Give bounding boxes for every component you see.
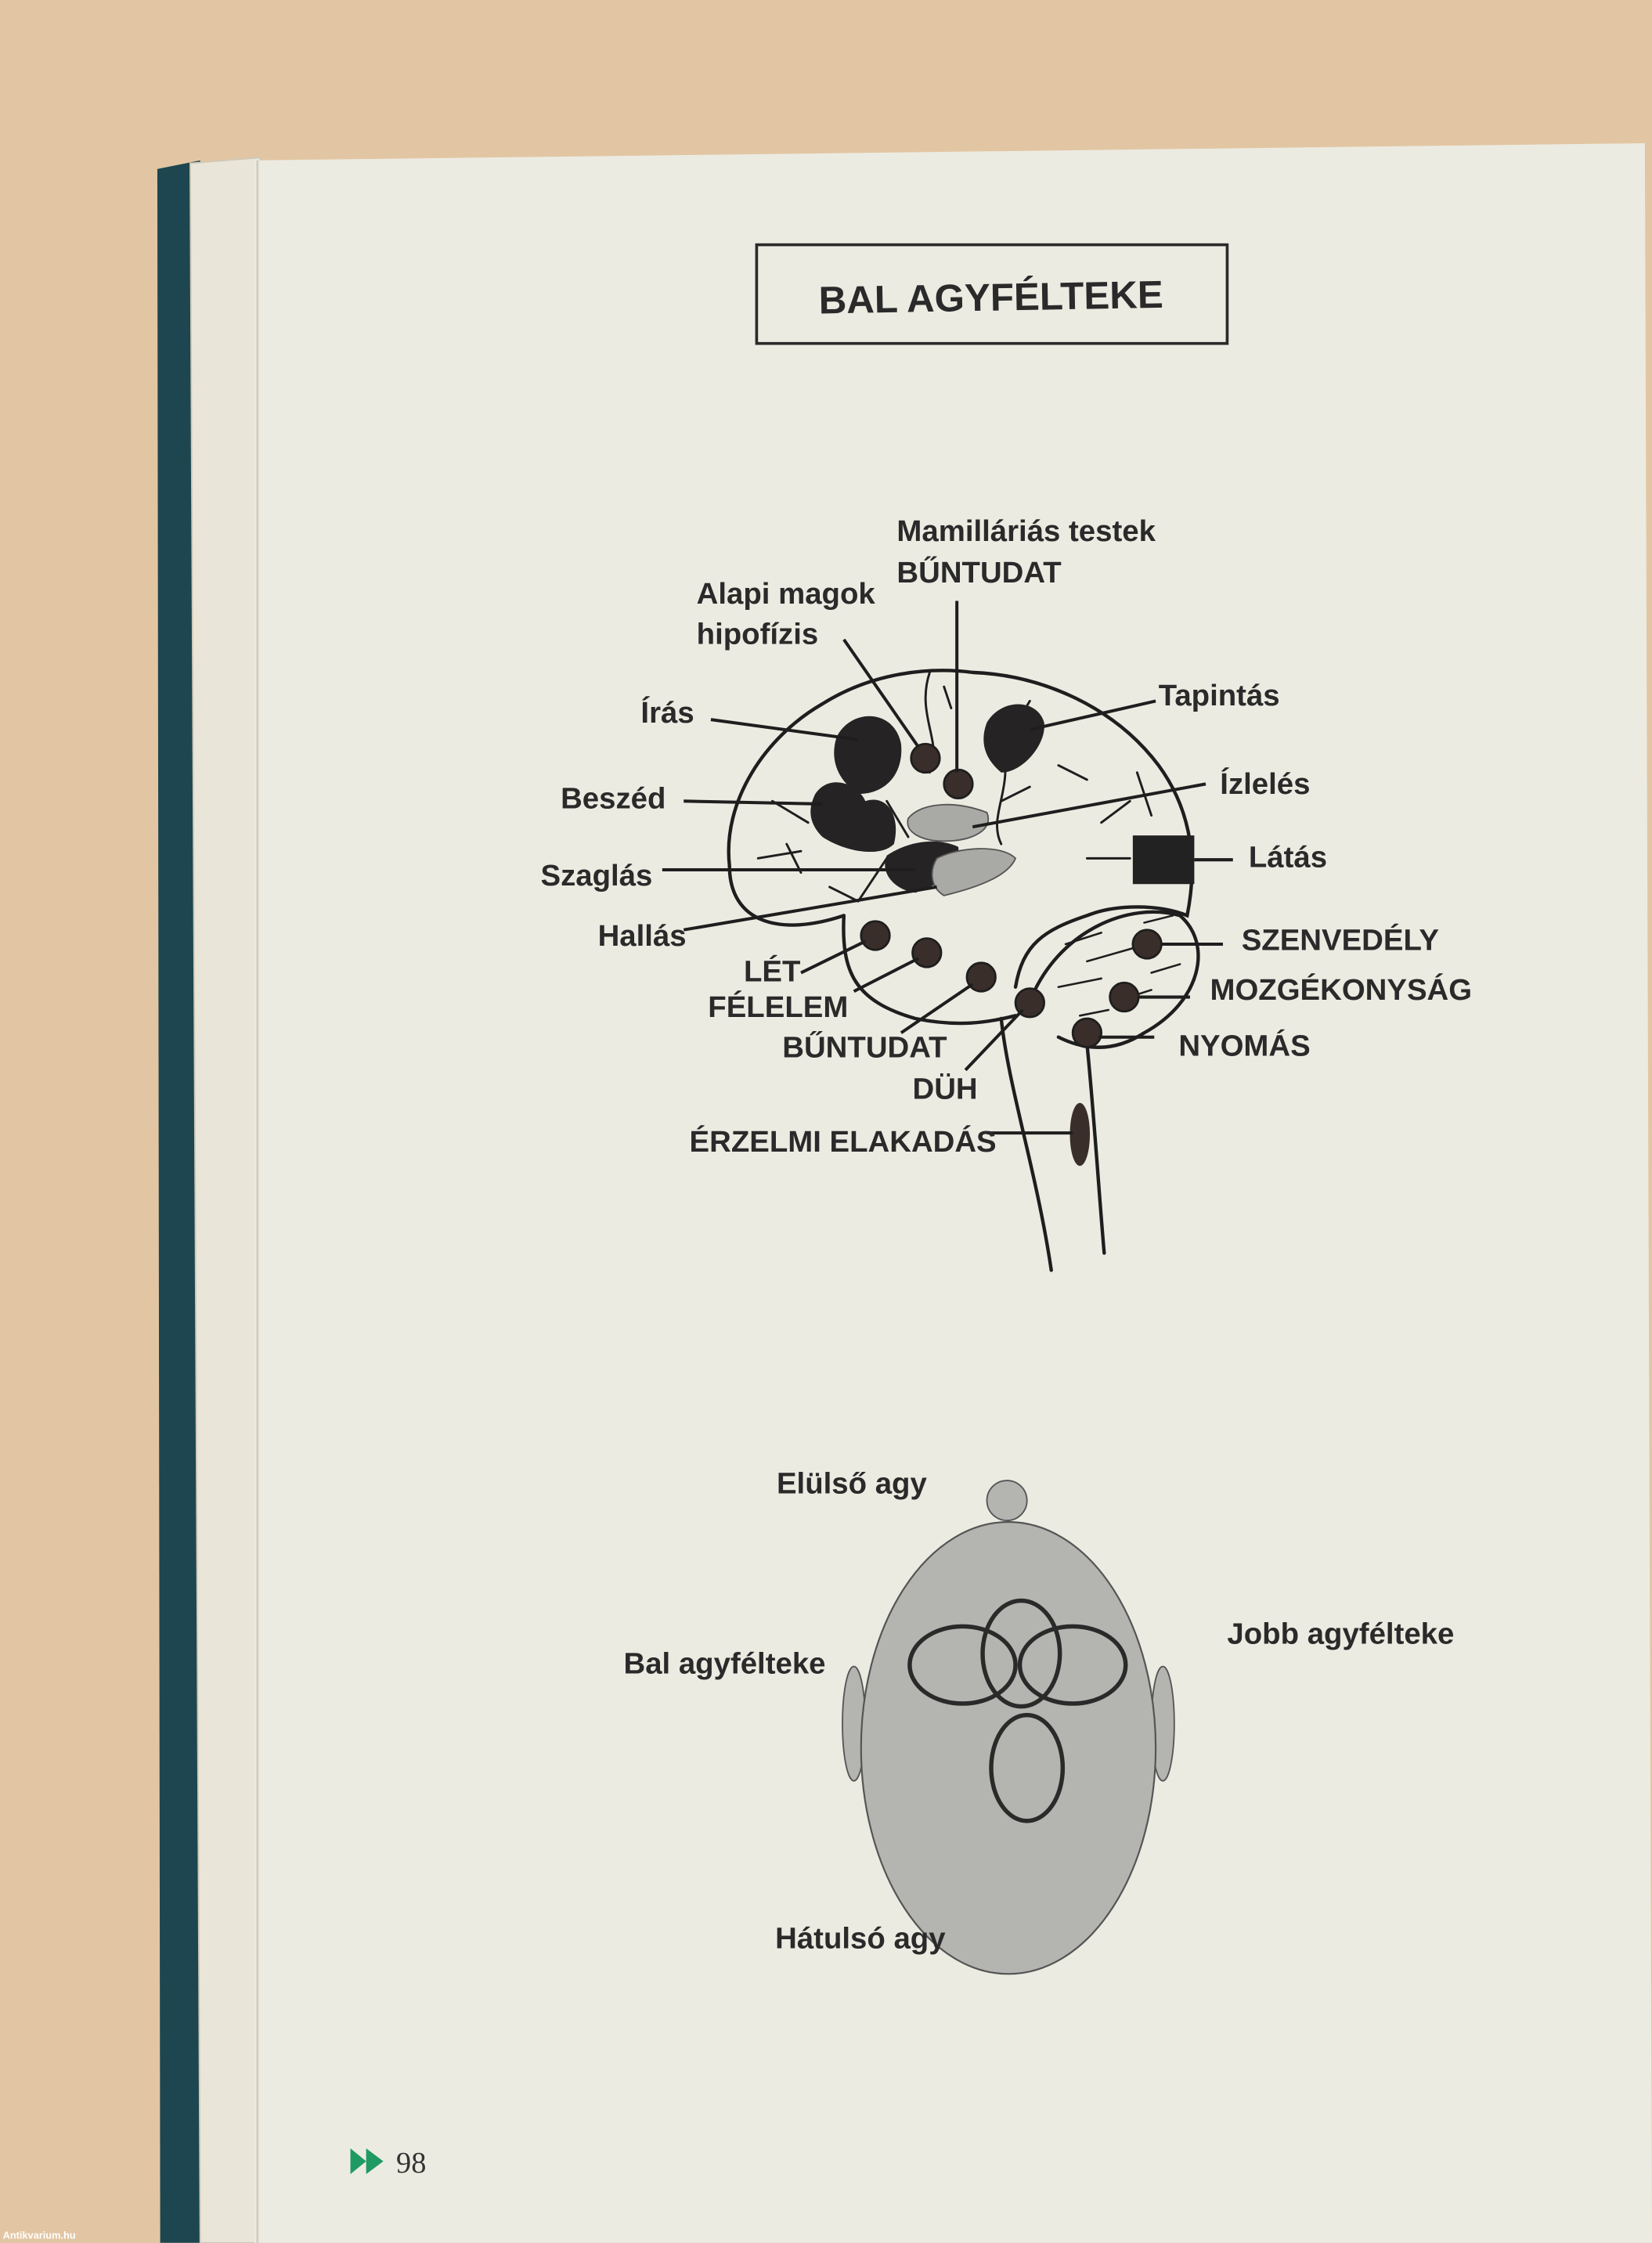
- emotional-block-mark: [1069, 1102, 1091, 1167]
- label-mamillaris: Mamilláriás testek: [896, 514, 1156, 548]
- watermark: Antikvarium.hu: [3, 2229, 76, 2241]
- label-szaglas: Szaglás: [541, 859, 653, 893]
- page-footer: 98: [350, 2147, 426, 2180]
- mobility-dot: [1109, 981, 1140, 1013]
- label-latas: Látás: [1249, 840, 1327, 874]
- label-nyomas: NYOMÁS: [1178, 1028, 1310, 1062]
- label-let: LÉT: [744, 954, 801, 988]
- left-hemisphere-ellipse: [907, 1624, 1018, 1706]
- page-title: BAL AGYFÉLTEKE: [818, 272, 1163, 323]
- back-brain-ellipse: [989, 1712, 1066, 1823]
- label-left-hemisphere: Bal agyfélteke: [624, 1647, 826, 1681]
- page-number: 98: [396, 2147, 426, 2180]
- double-arrow-icon-second: [366, 2148, 384, 2175]
- head-diagram: Elülső agy Bal agyfélteke Jobb agyféltek…: [624, 1466, 1454, 1975]
- page-edges: [189, 157, 262, 2243]
- guilt-dot: [965, 961, 997, 993]
- brain-diagram: Mamilláriás testek BŰNTUDAT Alapi magok …: [541, 514, 1473, 1272]
- label-beszed: Beszéd: [561, 781, 665, 815]
- label-felelem: FÉLELEM: [708, 990, 848, 1024]
- label-right-hemisphere: Jobb agyfélteke: [1227, 1617, 1454, 1650]
- mamillary-dot: [943, 768, 974, 800]
- head-outline: [860, 1520, 1157, 1975]
- cerebellum-outline: [1028, 910, 1200, 1049]
- title-box: [755, 243, 1229, 345]
- fear-dot: [911, 937, 943, 968]
- label-hipofizis: hipofízis: [697, 617, 819, 651]
- temporal-lobe: [842, 914, 1018, 1026]
- double-arrow-icon: [350, 2148, 366, 2175]
- label-front-brain: Elülső agy: [777, 1466, 928, 1500]
- label-alapi-magok: Alapi magok: [697, 577, 876, 611]
- front-brain-ellipse: [980, 1598, 1062, 1709]
- speech-area: [810, 782, 896, 853]
- hearing-area: [931, 848, 1017, 896]
- leader-lines: [662, 600, 1233, 1135]
- label-hallas: Hallás: [598, 919, 687, 953]
- label-buntudat: BŰNTUDAT: [782, 1030, 947, 1064]
- basal-ganglia-dot: [910, 742, 941, 774]
- label-erzelmi-elakadas: ÉRZELMI ELAKADÁS: [690, 1124, 997, 1159]
- cerebrum-outline: [727, 669, 1194, 989]
- existence-dot: [860, 920, 891, 951]
- label-tapintas: Tapintás: [1159, 679, 1280, 712]
- label-szenvedely: SZENVEDÉLY: [1242, 922, 1439, 957]
- label-back-brain: Hátulsó agy: [775, 1921, 946, 1955]
- taste-area: [907, 803, 990, 842]
- touch-area: [983, 704, 1044, 773]
- label-izleles: Ízlelés: [1220, 766, 1310, 801]
- passion-dot: [1131, 929, 1163, 960]
- label-iras: Írás: [640, 695, 694, 730]
- right-hemisphere-ellipse: [1017, 1624, 1128, 1706]
- label-mamillaris-emotion: BŰNTUDAT: [896, 555, 1062, 590]
- nose: [986, 1480, 1028, 1522]
- vision-area: [1132, 835, 1195, 885]
- pressure-dot: [1071, 1017, 1103, 1048]
- writing-area: [834, 716, 902, 795]
- label-mozgekonysag: MOZGÉKONYSÁG: [1210, 972, 1473, 1007]
- label-duh: DÜH: [913, 1072, 978, 1105]
- book-page: [254, 142, 1652, 2243]
